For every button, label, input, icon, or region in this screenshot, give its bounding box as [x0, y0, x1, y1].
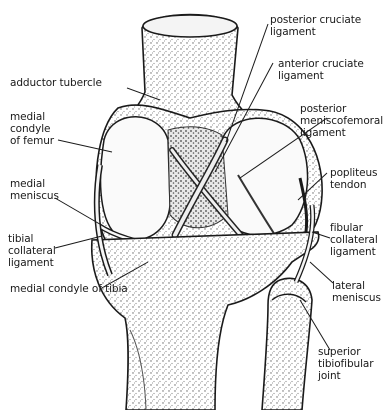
label-adductor-tubercle: adductor tubercle [10, 77, 102, 89]
label-posterior-meniscofemoral-ligament: posterior meniscofemoral ligament [300, 103, 383, 139]
label-medial-condyle-tibia: medial condyle of tibia [10, 283, 128, 295]
label-anterior-cruciate-ligament: anterior cruciate ligament [278, 58, 364, 82]
label-tibial-collateral-ligament: tibial collateral ligament [8, 233, 56, 269]
fibula [262, 278, 312, 410]
label-medial-meniscus: medial meniscus [10, 178, 59, 202]
label-posterior-cruciate-ligament: posterior cruciate ligament [270, 14, 361, 38]
label-medial-condyle-femur: medial condyle of femur [10, 111, 54, 147]
label-popliteus-tendon: popliteus tendon [330, 167, 377, 191]
label-superior-tibiofibular-joint: superior tibiofibular joint [318, 346, 373, 382]
label-fibular-collateral-ligament: fibular collateral ligament [330, 222, 378, 258]
label-lateral-meniscus: lateral meniscus [332, 280, 381, 304]
